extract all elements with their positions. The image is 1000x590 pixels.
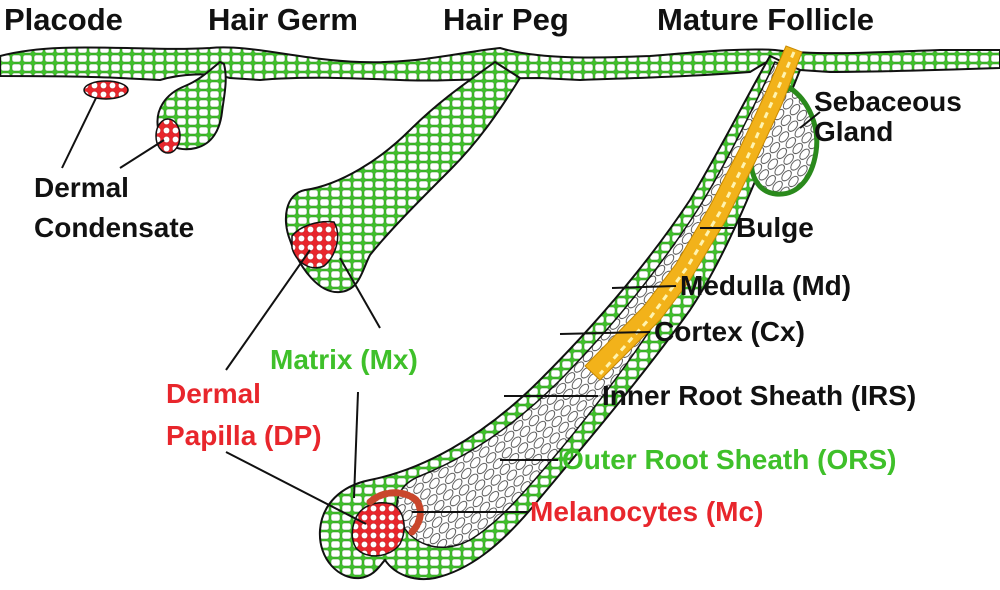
- stage-hair-peg: Hair Peg: [443, 4, 569, 35]
- label-melanocytes: Melanocytes (Mc): [530, 498, 763, 526]
- label-outer-root-sheath: Outer Root Sheath (ORS): [562, 446, 896, 474]
- stage-hair-germ: Hair Germ: [208, 4, 358, 35]
- label-inner-root-sheath: Inner Root Sheath (IRS): [602, 382, 916, 410]
- label-medulla: Medulla (Md): [680, 272, 851, 300]
- label-dermal-papilla-line2: Papilla (DP): [166, 422, 322, 450]
- mature-dermal-papilla: [352, 503, 404, 556]
- label-cortex: Cortex (Cx): [654, 318, 805, 346]
- label-dermal-condensate-line1: Dermal: [34, 174, 129, 202]
- label-sebaceous-line1: Sebaceous: [814, 88, 962, 116]
- label-bulge: Bulge: [736, 214, 814, 242]
- label-dermal-condensate-line2: Condensate: [34, 214, 194, 242]
- stage-mature-follicle: Mature Follicle: [657, 4, 874, 35]
- stage-placode: Placode: [4, 4, 123, 35]
- placode-dermal-condensate: [84, 81, 128, 99]
- label-dermal-papilla-line1: Dermal: [166, 380, 261, 408]
- label-matrix: Matrix (Mx): [270, 346, 418, 374]
- label-sebaceous-line2: Gland: [814, 118, 893, 146]
- hair-germ-dermal-condensate: [156, 119, 180, 153]
